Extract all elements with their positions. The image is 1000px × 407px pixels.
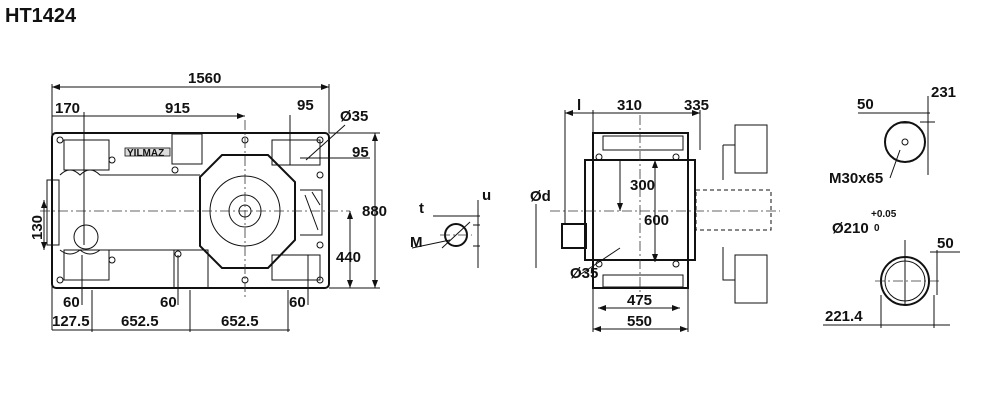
dim-60-c: 60 xyxy=(289,294,306,311)
dim-335: 335 xyxy=(684,97,709,114)
bore-tol-upper: +0.05 xyxy=(871,209,897,220)
dim-hole-dia: Ø35 xyxy=(340,108,368,125)
model-title: HT1424 xyxy=(5,5,77,27)
dim-50-key: 50 xyxy=(937,235,954,252)
dim-600: 600 xyxy=(644,212,669,229)
side-view: Ød l 310 335 300 600 Ø35 475 550 xyxy=(530,97,780,332)
dim-170: 170 xyxy=(55,100,80,117)
thread-spec: M30x65 xyxy=(829,170,883,187)
dim-550: 550 xyxy=(627,313,652,330)
dim-shaft-length: l xyxy=(577,97,581,114)
key-t-label: t xyxy=(419,200,424,217)
hollow-shaft-detail: Ø210 +0.05 0 50 221.4 xyxy=(823,209,960,328)
dim-915: 915 xyxy=(165,100,190,117)
key-m-label: M xyxy=(410,234,423,251)
dim-60-b: 60 xyxy=(160,294,177,311)
key-detail: t u M xyxy=(410,187,491,268)
dim-440: 440 xyxy=(336,249,361,266)
dim-130: 130 xyxy=(29,215,46,240)
dim-310: 310 xyxy=(617,97,642,114)
dim-shaft-dia: Ød xyxy=(530,188,551,205)
key-u-label: u xyxy=(482,187,491,204)
dim-1560: 1560 xyxy=(188,70,221,87)
dim-60-a: 60 xyxy=(63,294,80,311)
dim-475: 475 xyxy=(627,292,652,309)
dim-side-hole-dia: Ø35 xyxy=(570,265,598,282)
brand-logo: YILMAZ xyxy=(127,148,164,159)
dim-300: 300 xyxy=(630,177,655,194)
bore-dia: Ø210 xyxy=(832,220,869,237)
output-shaft-detail: 50 231 M30x65 xyxy=(829,84,956,187)
dim-652-5-b: 652.5 xyxy=(221,313,259,330)
dim-221-4: 221.4 xyxy=(825,308,863,325)
dim-95-top: 95 xyxy=(297,97,314,114)
dim-127-5: 127.5 xyxy=(52,313,90,330)
front-view: YILMAZ 1560 170 915 95 Ø35 95 880 130 44… xyxy=(29,70,387,332)
dim-231: 231 xyxy=(931,84,956,101)
dim-880: 880 xyxy=(362,203,387,220)
bore-tol-lower: 0 xyxy=(874,223,880,234)
dim-652-5-a: 652.5 xyxy=(121,313,159,330)
dim-50-top: 50 xyxy=(857,96,874,113)
dim-95-side: 95 xyxy=(352,144,369,161)
